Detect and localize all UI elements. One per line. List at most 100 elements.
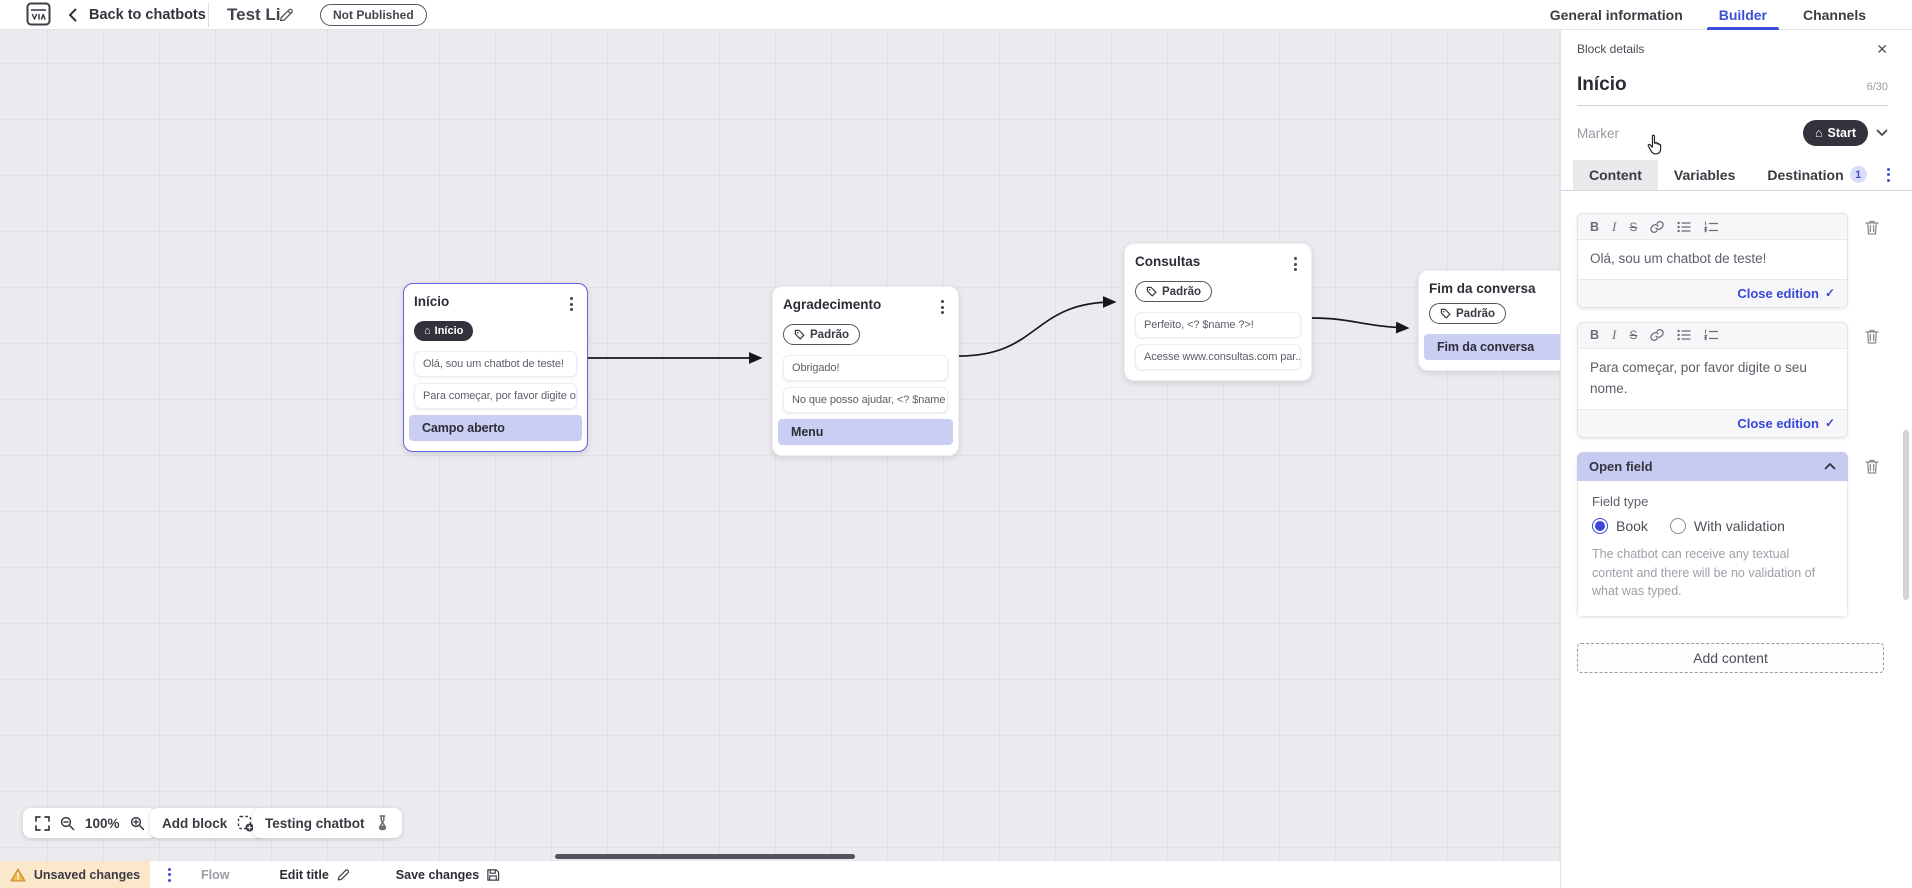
back-label: Back to chatbots [89,7,206,23]
field-type-label: Field type [1592,493,1649,509]
topbar-divider [208,3,209,27]
trash-icon[interactable] [1860,213,1884,236]
bullet-list-icon[interactable] [1677,221,1692,233]
testing-chatbot-label: Testing chatbot [265,815,365,831]
node-message-row[interactable]: Perfeito, <? $name ?>! [1135,312,1301,338]
open-field-header[interactable]: Open field [1577,451,1848,481]
node-title: Início [414,294,450,309]
zoom-in-icon[interactable] [130,816,145,831]
block-name-input[interactable]: Início [1577,74,1627,95]
node-open-field-row[interactable]: Campo aberto [409,415,582,441]
destination-count-badge: 1 [1849,166,1867,183]
node-message-row[interactable]: Olá, sou um chatbot de teste! [414,351,577,377]
marker-label: Marker [1577,125,1620,141]
node-title: Consultas [1135,254,1201,269]
add-content-button[interactable]: Add content [1577,643,1884,674]
node-title: Agradecimento [783,297,882,312]
edit-title-button[interactable]: Edit title [279,868,349,882]
back-to-chatbots-button[interactable]: Back to chatbots [68,0,206,30]
radio-selected-icon[interactable] [1592,517,1608,534]
bold-icon[interactable]: B [1590,219,1600,234]
open-field-section: Open field Field type Book Wi [1577,451,1848,618]
italic-icon[interactable]: I [1612,218,1617,234]
zoom-level: 100% [85,815,120,831]
zoom-out-icon[interactable] [60,816,75,831]
node-menu-kebab-icon[interactable] [937,297,948,317]
close-icon[interactable]: ✕ [1876,40,1888,57]
chevron-down-icon[interactable] [1876,129,1888,137]
tag-icon [1146,286,1157,297]
message-text[interactable]: Para começar, por favor digite o seu nom… [1578,348,1847,409]
tab-builder[interactable]: Builder [1706,0,1780,30]
message-editor[interactable]: B I S Olá, sou um chatbot de teste! Clos… [1577,213,1848,308]
flow-node-agradecimento[interactable]: Agradecimento Padrão Obrigado! No que po… [772,286,959,456]
node-start-badge: ⌂ Início [414,321,474,341]
warning-icon [10,868,26,882]
numbered-list-icon[interactable] [1704,329,1719,341]
trash-icon[interactable] [1860,452,1884,475]
pencil-icon [336,868,350,882]
message-text[interactable]: Olá, sou um chatbot de teste! [1578,240,1847,279]
tab-general-information[interactable]: General information [1549,7,1683,23]
node-menu-row[interactable]: Menu [778,419,953,445]
flask-icon [375,815,390,831]
flow-label[interactable]: Flow [201,867,230,882]
bullet-list-icon[interactable] [1677,329,1692,341]
flow-node-inicio[interactable]: Início ⌂ Início Olá, sou um chatbot de t… [403,283,588,452]
node-default-badge: Padrão [783,324,860,345]
flow-canvas[interactable]: Início ⌂ Início Olá, sou um chatbot de t… [0,30,1560,888]
bold-icon[interactable]: B [1590,328,1600,343]
editor-toolbar: B I S [1578,214,1847,240]
radio-option-book[interactable]: Book [1592,517,1648,534]
tag-icon [1440,308,1451,319]
tab-content[interactable]: Content [1573,159,1658,190]
testing-chatbot-button[interactable]: Testing chatbot [253,808,402,838]
radio-option-with-validation[interactable]: With validation [1669,517,1785,534]
top-bar: Back to chatbots Test Li Not Published G… [0,0,1912,30]
house-icon: ⌂ [1814,126,1823,140]
house-icon: ⌂ [424,325,431,337]
node-message-row[interactable]: Para começar, por favor digite o ... [414,383,577,409]
flow-node-consultas[interactable]: Consultas Padrão Perfeito, <? $name ?>! … [1124,243,1312,381]
panel-scrollbar[interactable] [1903,430,1909,600]
node-menu-kebab-icon[interactable] [1290,254,1301,274]
close-edition-button[interactable]: Close edition [1737,285,1819,301]
link-icon[interactable] [1650,220,1665,234]
add-block-button[interactable]: Add block [150,808,267,838]
save-changes-button[interactable]: Save changes [396,868,500,882]
check-icon: ✓ [1824,416,1835,431]
link-icon[interactable] [1650,328,1665,342]
radio-unselected-icon[interactable] [1669,517,1686,534]
fullscreen-icon[interactable] [35,815,50,831]
node-message-row[interactable]: No que posso ajudar, <? $name ... [783,387,948,413]
field-type-description: The chatbot can receive any textual cont… [1592,546,1816,599]
flow-node-fim-da-conversa[interactable]: Fim da conversa Padrão Fim da conversa [1418,270,1560,371]
strikethrough-icon[interactable]: S [1629,328,1638,343]
node-message-row[interactable]: Obrigado! [783,355,948,381]
chatbot-title-input[interactable]: Test Li [227,5,281,24]
tab-channels[interactable]: Channels [1802,7,1866,23]
panel-title: Block details [1577,42,1645,56]
italic-icon[interactable]: I [1612,327,1617,343]
strikethrough-icon[interactable]: S [1629,219,1638,234]
panel-tabs-kebab-icon[interactable] [1883,165,1894,185]
canvas-horizontal-scrollbar[interactable] [555,854,855,859]
trash-icon[interactable] [1860,322,1884,345]
message-editor[interactable]: B I S Para começar, por favor digite o s… [1577,321,1848,438]
flow-edges [586,296,1410,364]
tab-destination[interactable]: Destination 1 [1751,159,1882,190]
char-counter: 6/30 [1866,81,1888,93]
unsaved-changes-indicator: Unsaved changes [0,861,150,888]
node-menu-kebab-icon[interactable] [566,294,577,314]
panel-tabs: Content Variables Destination 1 [1561,159,1912,191]
tab-variables[interactable]: Variables [1673,166,1736,183]
marker-start-pill[interactable]: ⌂ Start [1802,120,1868,146]
statusbar-kebab-icon[interactable] [164,865,175,885]
close-edition-button[interactable]: Close edition [1737,415,1819,431]
chevron-up-icon[interactable] [1824,462,1836,470]
edit-title-pencil-icon[interactable] [278,7,294,23]
node-end-row[interactable]: Fim da conversa [1424,334,1560,360]
block-details-panel: Block details ✕ Início 6/30 Marker ⌂ Sta… [1560,30,1912,888]
node-message-row[interactable]: Acesse www.consultas.com par... [1135,344,1301,370]
numbered-list-icon[interactable] [1704,221,1719,233]
